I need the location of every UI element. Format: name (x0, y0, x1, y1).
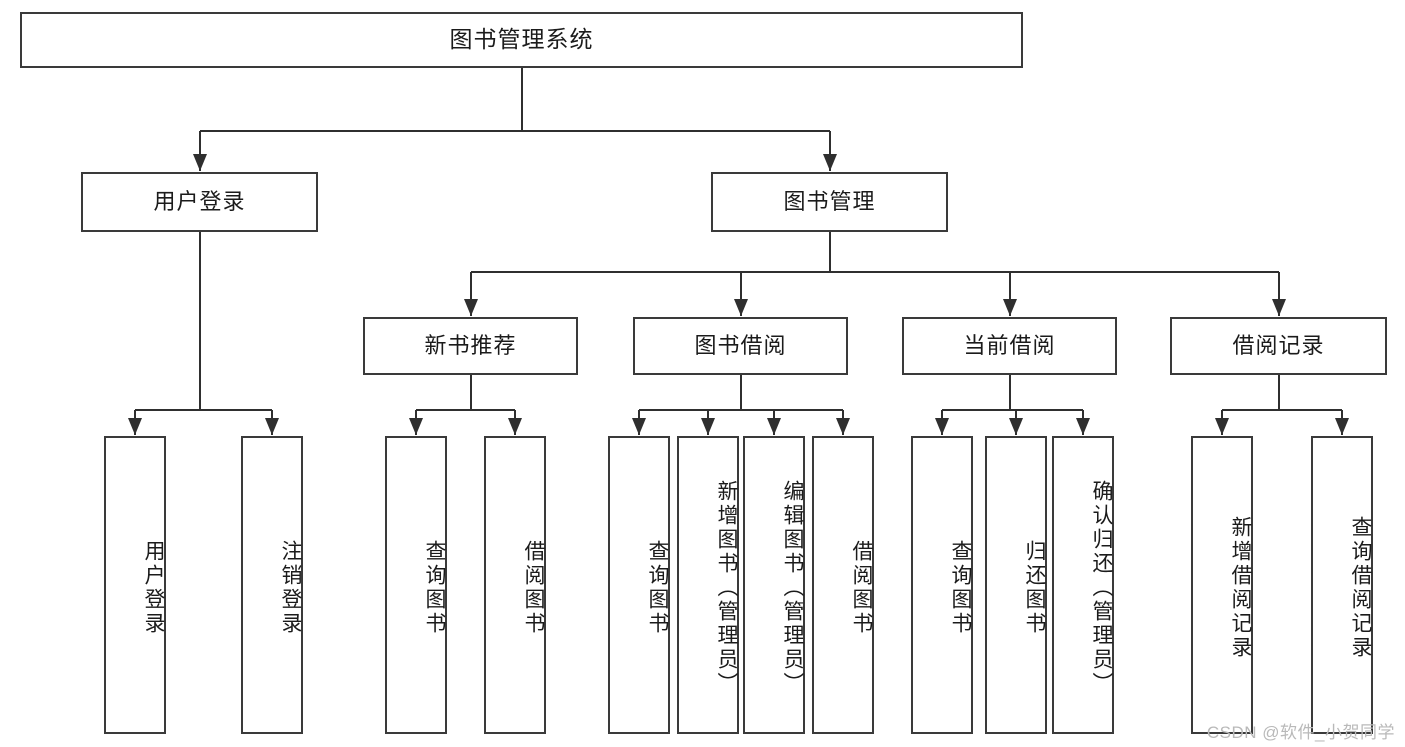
node-leaf-query-book-rec[interactable]: 查询图书 (385, 436, 447, 734)
node-label: 用户登录 (142, 540, 165, 636)
node-label: 新书推荐 (424, 332, 517, 358)
connector-借阅记录-stem (1277, 375, 1280, 410)
arrow-head-icon (463, 299, 478, 316)
node-label: 查询图书 (949, 540, 972, 636)
arrow-head-icon (822, 154, 837, 171)
node-leaf-query-borrow-record[interactable]: 查询借阅记录 (1311, 436, 1373, 734)
node-label: 归还图书 (1023, 540, 1046, 636)
node-leaf-logout[interactable]: 注销登录 (241, 436, 303, 734)
connector-用户登录-stem (198, 232, 201, 410)
arrow-head-icon (409, 418, 423, 435)
arrow-head-icon (128, 418, 142, 435)
node-label: 查询图书 (646, 540, 669, 636)
node-leaf-edit-book-admin[interactable]: 编辑图书（管理员） (743, 436, 805, 734)
node-root-system[interactable]: 图书管理系统 (20, 12, 1023, 68)
node-leaf-query-book-current[interactable]: 查询图书 (911, 436, 973, 734)
connector-图书借阅-stem (739, 375, 742, 410)
node-leaf-confirm-return-admin[interactable]: 确认归还（管理员） (1052, 436, 1114, 734)
node-label: 注销登录 (279, 540, 302, 636)
connector-level2-drop-0 (198, 131, 201, 171)
connector-leaf-bus (942, 409, 1083, 411)
connector-leaf-bus (639, 409, 843, 411)
arrow-head-icon (1335, 418, 1349, 435)
node-new-book-recommend[interactable]: 新书推荐 (363, 317, 578, 375)
connector-level3-bus (470, 271, 1279, 273)
arrow-head-icon (836, 418, 850, 435)
node-leaf-return-book[interactable]: 归还图书 (985, 436, 1047, 734)
connector-leaf-bus (1222, 409, 1342, 411)
arrow-head-icon (935, 418, 949, 435)
arrow-head-icon (733, 299, 748, 316)
node-borrow-record[interactable]: 借阅记录 (1170, 317, 1387, 375)
arrow-head-icon (767, 418, 781, 435)
arrow-head-icon (1215, 418, 1229, 435)
node-current-borrow[interactable]: 当前借阅 (902, 317, 1117, 375)
connector-level2-drop-1 (828, 131, 831, 171)
node-leaf-borrow-book-rec[interactable]: 借阅图书 (484, 436, 546, 734)
node-label: 图书借阅 (694, 332, 787, 358)
arrow-head-icon (265, 418, 279, 435)
node-label: 借阅记录 (1232, 332, 1325, 358)
connector-level3-drop-3 (1277, 272, 1280, 316)
node-label: 当前借阅 (963, 332, 1056, 358)
connector-level3-drop-0 (469, 272, 472, 316)
arrow-head-icon (701, 418, 715, 435)
connector-新书推荐-stem (469, 375, 472, 410)
node-user-login[interactable]: 用户登录 (81, 172, 318, 232)
node-book-management[interactable]: 图书管理 (711, 172, 948, 232)
node-label: 查询借阅记录 (1349, 516, 1372, 660)
connector-level3-drop-2 (1008, 272, 1011, 316)
arrow-head-icon (1271, 299, 1286, 316)
node-label: 图书管理系统 (449, 26, 594, 53)
arrow-head-icon (1002, 299, 1017, 316)
arrow-head-icon (1009, 418, 1023, 435)
connector-leaf-bus (416, 409, 515, 411)
node-label: 图书管理 (783, 188, 876, 214)
node-label: 借阅图书 (522, 540, 545, 636)
node-label: 查询图书 (423, 540, 446, 636)
node-label: 新增图书（管理员） (715, 480, 738, 696)
connector-当前借阅-stem (1008, 375, 1011, 410)
node-label: 新增借阅记录 (1229, 516, 1252, 660)
arrow-head-icon (192, 154, 207, 171)
arrow-head-icon (1076, 418, 1090, 435)
arrow-head-icon (508, 418, 522, 435)
watermark: CSDN @软件_小贺同学 (1206, 723, 1395, 742)
connector-level2-bus (199, 130, 830, 132)
node-label: 确认归还（管理员） (1090, 480, 1113, 696)
node-leaf-query-book-borrow[interactable]: 查询图书 (608, 436, 670, 734)
node-label: 编辑图书（管理员） (781, 480, 804, 696)
node-leaf-borrow-book[interactable]: 借阅图书 (812, 436, 874, 734)
connector-mgmt-stem (828, 232, 831, 272)
node-label: 用户登录 (153, 188, 246, 214)
arrow-head-icon (632, 418, 646, 435)
connector-leaf-bus (135, 409, 272, 411)
node-label: 借阅图书 (850, 540, 873, 636)
node-leaf-add-borrow-record[interactable]: 新增借阅记录 (1191, 436, 1253, 734)
node-book-borrow[interactable]: 图书借阅 (633, 317, 848, 375)
node-leaf-user-login[interactable]: 用户登录 (104, 436, 166, 734)
connector-root-stem (520, 68, 523, 131)
connector-level3-drop-1 (739, 272, 742, 316)
node-leaf-add-book-admin[interactable]: 新增图书（管理员） (677, 436, 739, 734)
